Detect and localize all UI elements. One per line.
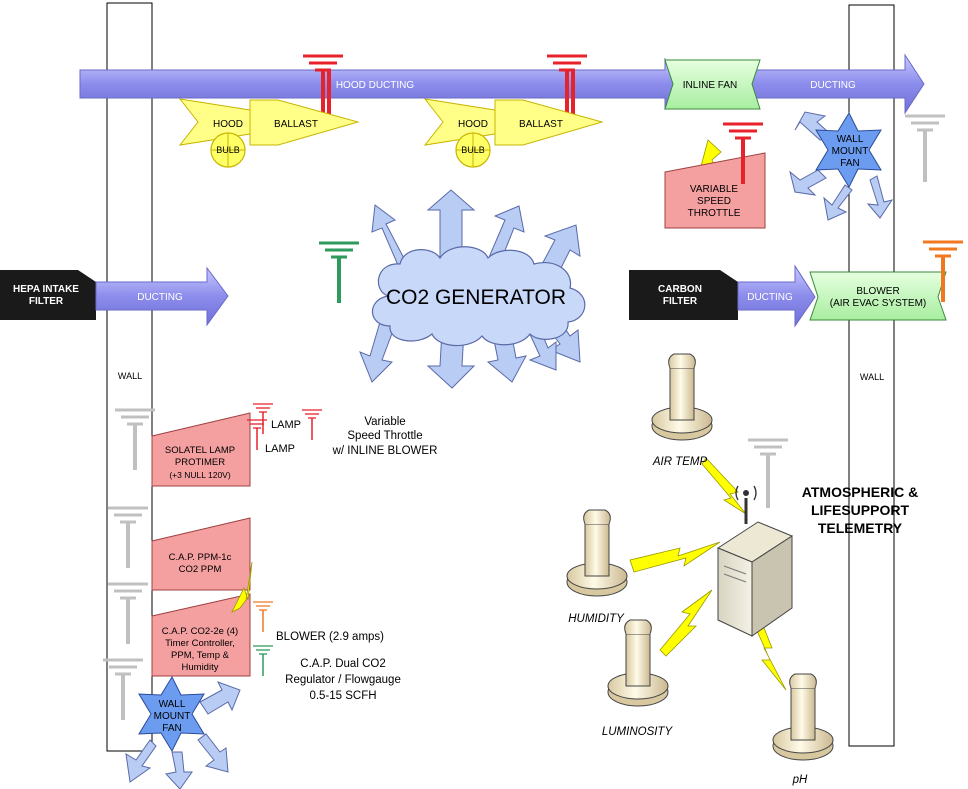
cap-co2-line-3: PPM, Temp & — [171, 650, 230, 661]
throttle-line-2: SPEED — [697, 196, 731, 207]
carbon-line-1: CARBON — [658, 284, 702, 295]
ballast-2-label: BALLAST — [519, 119, 563, 130]
top-right-ducting-label: DUCTING — [810, 80, 856, 91]
solatel-line-1: SOLATEL LAMP — [165, 445, 235, 456]
blower-box — [809, 271, 947, 321]
wall-fan-top-line-3: FAN — [840, 158, 859, 169]
inline-fan-box — [664, 59, 761, 110]
carbon-line-2: FILTER — [663, 296, 698, 307]
cap-ppm-box — [151, 517, 251, 591]
blower-line-1: BLOWER — [856, 286, 899, 297]
orange-mast-small — [252, 601, 274, 633]
cap-ppm-line-1: C.A.P. PPM-1c — [169, 552, 232, 563]
top-right-ducting-arrow — [747, 53, 925, 115]
hood-2-label: HOOD — [458, 119, 488, 130]
air-temp-label: AIR TEMP — [652, 456, 708, 468]
telemetry-line-1: ATMOSPHERIC & — [802, 484, 918, 500]
cap-co2-line-1: C.A.P. CO2-2e (4) — [162, 626, 238, 637]
left-wall — [106, 2, 153, 752]
throttle-mast-small — [301, 409, 323, 441]
lamp-mast-1 — [252, 403, 274, 435]
hood-ducting-label: HOOD DUCTING — [336, 80, 415, 91]
hood-fixture-1: HOOD BALLAST BULB — [178, 98, 360, 168]
wall-fan-top-line-1: WALL — [837, 134, 864, 145]
regulator-line-3: 0.5-15 SCFH — [309, 690, 376, 702]
inline-fan-label: INLINE FAN — [683, 80, 737, 91]
regulator-line-1: C.A.P. Dual CO2 — [300, 658, 385, 670]
left-wall-label: WALL — [118, 371, 142, 381]
throttle-line-3: THROTTLE — [688, 208, 741, 219]
variable-throttle-box — [664, 152, 766, 229]
carbon-filter-box — [629, 270, 738, 320]
humidity-label: HUMIDITY — [568, 613, 625, 625]
throttle-note-line-1: Variable — [364, 416, 405, 428]
right-ducting-arrow — [737, 264, 816, 328]
solatel-line-2: PROTIMER — [175, 457, 225, 468]
wall-fan-bottom-line-3: FAN — [162, 723, 181, 734]
solatel-line-3: (+3 NULL 120V) — [169, 470, 231, 480]
telemetry-line-2: LIFESUPPORT — [811, 502, 909, 518]
wall-mount-fan-top: WALL MOUNT FAN — [789, 111, 894, 221]
throttle-note-line-2: Speed Throttle — [347, 430, 422, 442]
humidity-sensor — [566, 509, 628, 597]
lamp-label-1: LAMP — [271, 419, 301, 431]
wall-fan-bottom-line-1: WALL — [159, 699, 186, 710]
ph-label: pH — [792, 774, 808, 786]
ph-sensor — [772, 673, 834, 761]
telemetry-lightning-icons — [629, 457, 787, 691]
bulb-1-label: BULB — [216, 145, 240, 155]
regulator-line-2: Regulator / Flowgauge — [285, 674, 401, 686]
cap-lightning-icon — [231, 561, 253, 613]
co2-generator-label: CO2 GENERATOR — [386, 286, 566, 309]
air-temp-sensor — [651, 353, 713, 441]
left-ducting-arrow — [95, 266, 229, 327]
right-wall — [848, 4, 895, 747]
cap-co2-line-2: Timer Controller, — [165, 638, 235, 649]
ballast-1-label: BALLAST — [274, 119, 318, 130]
green-mast-small — [252, 645, 274, 677]
throttle-line-1: VARIABLE — [690, 184, 738, 195]
bulb-2-label: BULB — [461, 145, 485, 155]
telemetry-server-icon — [716, 485, 794, 637]
wall-fan-top-line-2: MOUNT — [832, 146, 869, 157]
blower-amps-label: BLOWER (2.9 amps) — [276, 631, 384, 643]
right-ducting-label: DUCTING — [747, 292, 793, 303]
wall-mount-fan-bottom: WALL MOUNT FAN — [125, 675, 241, 789]
co2-generator: CO2 GENERATOR — [359, 189, 586, 389]
hepa-line-1: HEPA INTAKE — [13, 284, 79, 295]
solatel-box — [151, 412, 251, 487]
cap-ppm-line-2: CO2 PPM — [179, 564, 222, 575]
blower-line-2: (AIR EVAC SYSTEM) — [830, 298, 927, 309]
hood-1-label: HOOD — [213, 119, 243, 130]
telemetry-line-3: TELEMETRY — [818, 520, 903, 536]
green-mast-co2 — [317, 241, 361, 305]
hepa-line-2: FILTER — [29, 296, 64, 307]
cap-co2-box — [151, 593, 251, 677]
luminosity-sensor — [607, 619, 669, 707]
lamp-label-2: LAMP — [265, 443, 295, 455]
left-ducting-label: DUCTING — [137, 292, 183, 303]
hood-fixture-2: HOOD BALLAST BULB — [423, 98, 604, 168]
right-wall-label: WALL — [860, 372, 884, 382]
wall-fan-bottom-line-2: MOUNT — [154, 711, 191, 722]
hepa-filter-box — [0, 270, 96, 320]
cap-co2-line-4: Humidity — [182, 662, 219, 673]
luminosity-label: LUMINOSITY — [602, 726, 674, 738]
throttle-note-line-3: w/ INLINE BLOWER — [332, 445, 438, 457]
